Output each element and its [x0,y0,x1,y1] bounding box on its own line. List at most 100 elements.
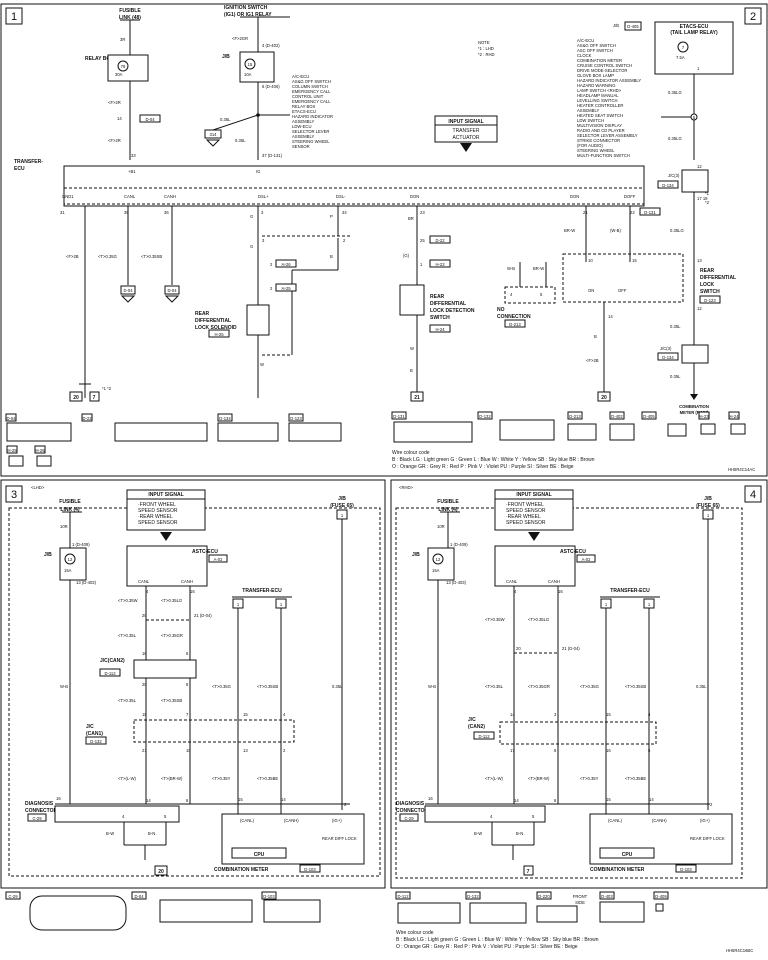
svg-text:DIFFERENTIAL: DIFFERENTIAL [430,301,466,307]
svg-text:17: 17 [510,748,515,753]
svg-text:0.35L: 0.35L [670,374,681,379]
svg-text:B: B [594,334,597,339]
svg-text:ON: ON [588,288,594,293]
svg-text:ASC OFF SWITCH: ASC OFF SWITCH [577,48,613,53]
lhd-tag: <LHD> [31,485,45,490]
svg-text:D-403: D-403 [601,894,613,899]
svg-text:<F>2R: <F>2R [108,138,121,143]
connector-row-top-left: D-04 D-22 D-134 D-123 H-25 H-26 [5,413,342,467]
svg-text:D-103: D-103 [263,894,275,899]
svg-text:LDW-ECU: LDW-ECU [292,124,311,129]
svg-text:14: 14 [608,314,613,319]
svg-text:D-112: D-112 [397,894,409,899]
svg-text:COMBINATION METER: COMBINATION METER [590,867,645,873]
svg-text:SPEED SENSOR: SPEED SENSOR [506,508,546,514]
svg-text:REAR: REAR [430,294,445,300]
svg-text:<T>0.35G: <T>0.35G [212,684,231,689]
svg-text:<T>0.35BE: <T>0.35BE [257,776,278,781]
transfer-ecu-label: TRANSFER- [14,159,43,165]
svg-text:7: 7 [682,45,685,50]
svg-text:H-26: H-26 [281,262,291,267]
svg-text:LDW SWITCH: LDW SWITCH [577,118,604,123]
svg-text:(CANH): (CANH) [284,818,299,823]
svg-text:·REAR WHEEL: ·REAR WHEEL [138,514,173,520]
svg-text:(FUSE 65): (FUSE 65) [696,503,720,509]
svg-text:TRANSFER-ECU: TRANSFER-ECU [242,588,282,594]
jb-box-top-left [239,51,275,83]
svg-text:*2 : RHD: *2 : RHD [478,52,495,57]
panel-top-border [0,3,768,477]
svg-text:D-22: D-22 [82,416,92,421]
svg-text:20: 20 [516,646,521,651]
svg-text:CONNECTOR: CONNECTOR [396,808,429,814]
svg-text:D-132: D-132 [90,739,102,744]
svg-text:H-25: H-25 [7,448,17,453]
svg-text:REAR DIFF LOCK: REAR DIFF LOCK [690,836,725,841]
svg-text:GLOVE BOX LAMP: GLOVE BOX LAMP [577,73,614,78]
svg-text:6: 6 [554,748,557,753]
transfer-ecu-box [63,165,645,207]
svg-text:12: 12 [697,306,702,311]
svg-text:B-N: B-N [516,831,523,836]
svg-text:14: 14 [117,116,122,121]
svg-text:A-02: A-02 [214,557,224,562]
svg-text:LEVELLING SWITCH: LEVELLING SWITCH [577,98,618,103]
svg-text:B : Black LG : Light green: B : Black LG : Light green G : Green L :… [396,937,599,943]
svg-text:COMBINATION METER: COMBINATION METER [577,58,622,63]
svg-text:CANL: CANL [124,194,136,199]
svg-text:30A: 30A [115,72,123,77]
svg-text:<T>0.35L: <T>0.35L [118,698,137,703]
svg-text:21 (D-04): 21 (D-04) [194,613,212,618]
panel-3-border [0,479,386,889]
svg-text:DON: DON [570,194,579,199]
svg-text:6 (D-406): 6 (D-406) [262,84,280,89]
svg-text:BR-W: BR-W [564,228,575,233]
svg-text:INPUT SIGNAL: INPUT SIGNAL [516,492,551,498]
svg-text:W-B: W-B [428,684,436,689]
svg-text:LOCK SOLENOID: LOCK SOLENOID [195,325,237,331]
svg-text:20: 20 [73,395,79,401]
svg-text:0.35L: 0.35L [670,324,681,329]
svg-text:0.35L: 0.35L [220,117,231,122]
svg-text:SPEED SENSOR: SPEED SENSOR [138,520,178,526]
svg-text:D-132: D-132 [467,894,479,899]
svg-text:NO: NO [497,307,505,313]
svg-text:35: 35 [124,210,129,215]
svg-text:<T>0.35SB: <T>0.35SB [257,684,278,689]
svg-text:2: 2 [710,802,713,807]
svg-text:REAR: REAR [700,268,715,274]
wire-colour-code-bottom: Wire colour code B : Black LG : Light gr… [396,930,599,950]
svg-text:HEADLAMP MANUAL: HEADLAMP MANUAL [577,93,619,98]
svg-text:25: 25 [420,238,425,243]
svg-text:<T>0.35LG: <T>0.35LG [528,617,549,622]
svg-text:D-04: D-04 [145,117,155,122]
svg-text:SELECTOR LEVER ASSEMBLY: SELECTOR LEVER ASSEMBLY [577,133,638,138]
svg-text:D-22: D-22 [435,238,445,243]
svg-text:1: 1 [11,11,17,23]
svg-text:15: 15 [238,797,243,802]
svg-text:(IG1) OR IG1 RELAY: (IG1) OR IG1 RELAY [224,12,272,18]
svg-text:<T>(BR-W): <T>(BR-W) [528,776,550,781]
connector-row-top-right: D-131 D-132 D-213 D-402 D-405 H-23 H-24 [391,411,746,443]
svg-text:ECU: ECU [14,166,25,172]
svg-text:3: 3 [261,210,264,215]
svg-text:0.35LG: 0.35LG [668,136,682,141]
svg-text:4: 4 [510,292,513,297]
svg-text:B-W: B-W [106,831,114,836]
svg-text:16: 16 [428,796,433,801]
svg-text:15: 15 [606,797,611,802]
svg-text:AS&G OFF SWITCH: AS&G OFF SWITCH [292,79,331,84]
svg-text:31: 31 [60,210,65,215]
svg-text:SWITCH: SWITCH [700,289,720,295]
svg-text:RELAY BOX: RELAY BOX [292,104,316,109]
svg-text:5: 5 [532,814,535,819]
svg-text:<T>(L-W): <T>(L-W) [485,776,504,781]
svg-text:D-405: D-405 [643,414,655,419]
svg-text:<T>0.35G: <T>0.35G [98,254,117,259]
svg-text:(CAN1): (CAN1) [86,731,103,737]
svg-text:<T>0.35GR: <T>0.35GR [161,633,183,638]
svg-text:D-103: D-103 [680,867,692,872]
svg-text:Wire colour code: Wire colour code [392,450,430,456]
svg-text:AS&G OFF SWITCH: AS&G OFF SWITCH [577,43,616,48]
panel-4-badge: 4 [744,485,762,503]
